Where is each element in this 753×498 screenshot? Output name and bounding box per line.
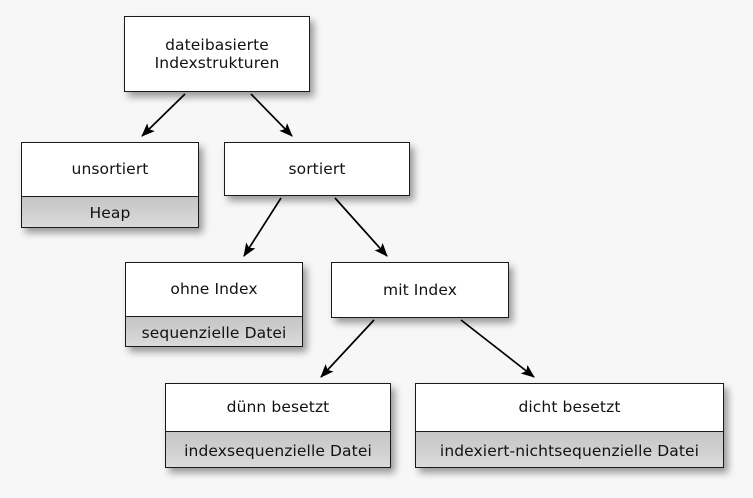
node-subtitle-indexiert-nichtsequenzielle-datei: indexiert-nichtsequenzielle Datei	[416, 431, 723, 467]
node-title: sortiert	[225, 143, 409, 195]
edge-mit-index-to-dicht	[460, 319, 535, 378]
node-title: dateibasierte Indexstrukturen	[125, 17, 309, 91]
node-mit-index[interactable]: mit Index	[331, 262, 509, 318]
node-title: unsortiert	[22, 143, 198, 196]
node-dicht-besetzt[interactable]: dicht besetzt indexiert-nichtsequenziell…	[415, 383, 724, 468]
node-subtitle-indexsequenzielle-datei: indexsequenzielle Datei	[166, 431, 390, 467]
node-title: dicht besetzt	[416, 384, 723, 431]
edge-root-to-sortiert	[250, 93, 293, 137]
node-subtitle-heap: Heap	[22, 196, 198, 227]
edge-sortiert-to-mit-index	[334, 197, 388, 257]
node-unsortiert[interactable]: unsortiert Heap	[21, 142, 199, 228]
node-title: dünn besetzt	[166, 384, 390, 431]
edge-mit-index-to-duenn	[320, 319, 375, 378]
edge-root-to-unsortiert	[141, 93, 186, 137]
node-ohne-index[interactable]: ohne Index sequenzielle Datei	[125, 262, 303, 347]
edge-sortiert-to-ohne-index	[243, 197, 282, 257]
node-subtitle-sequenzielle-datei: sequenzielle Datei	[126, 316, 302, 346]
node-title: ohne Index	[126, 263, 302, 316]
node-duenn-besetzt[interactable]: dünn besetzt indexsequenzielle Datei	[165, 383, 391, 468]
node-title: mit Index	[332, 263, 508, 317]
node-sortiert[interactable]: sortiert	[224, 142, 410, 196]
node-dateibasierte-indexstrukturen[interactable]: dateibasierte Indexstrukturen	[124, 16, 310, 92]
